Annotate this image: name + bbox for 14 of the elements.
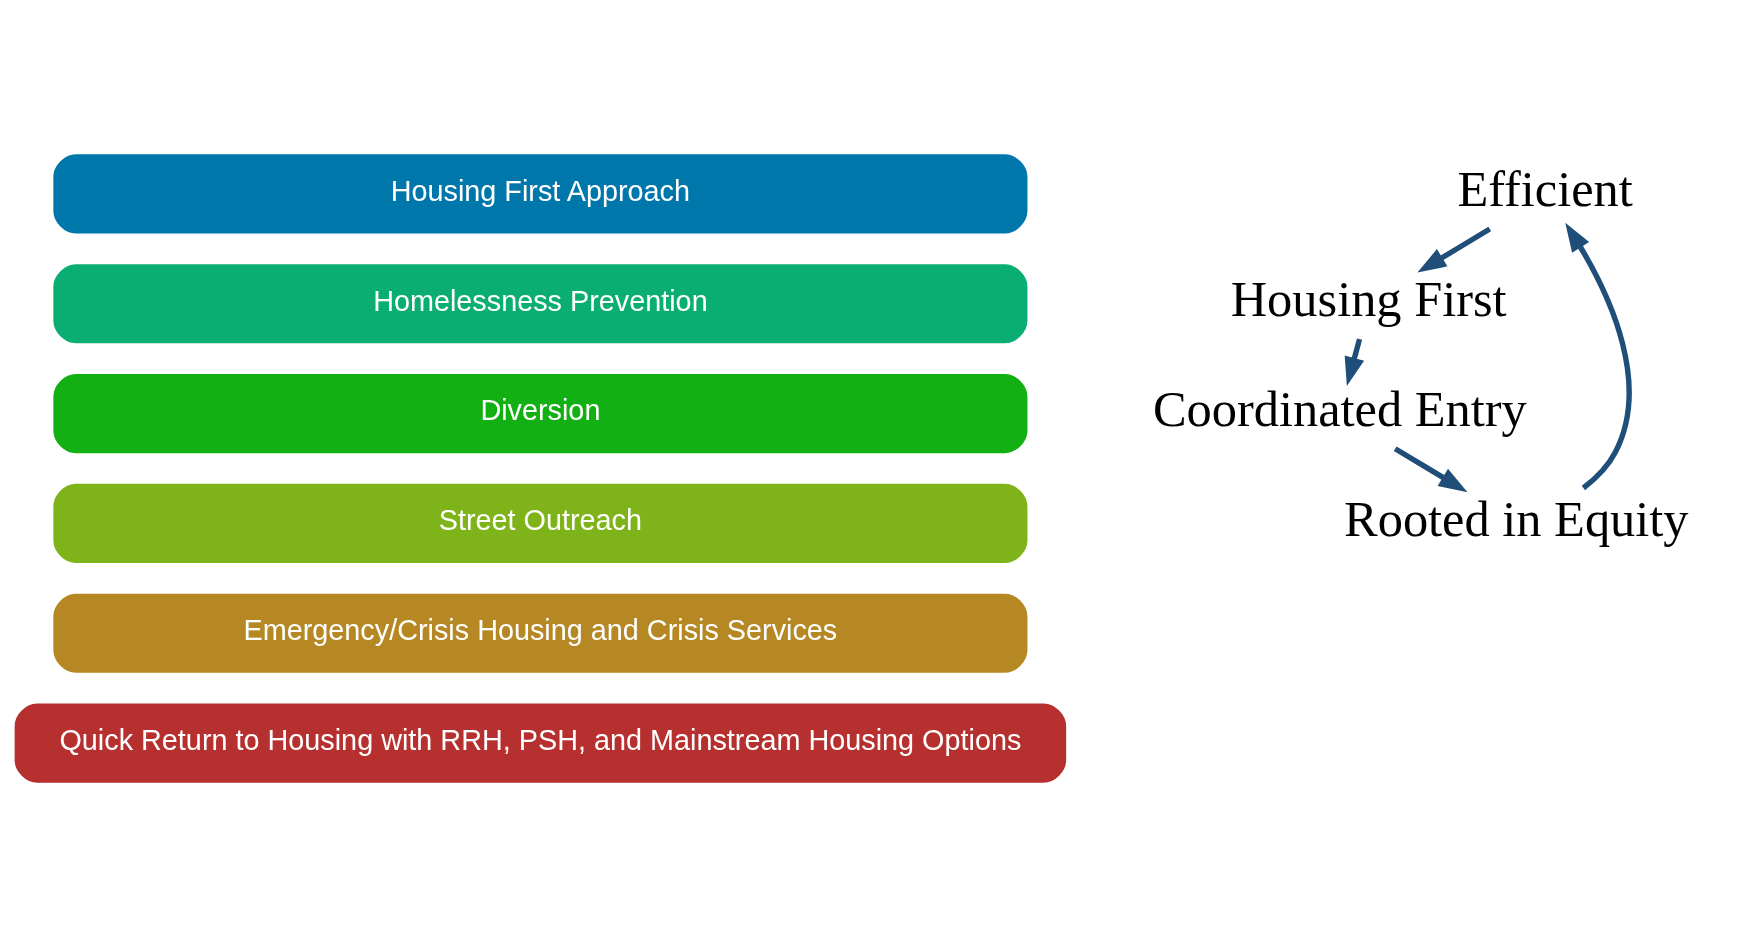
node-text: Rooted in Equity (1344, 490, 1689, 547)
node-box: Housing First Approach (53, 153, 1028, 234)
arrow (1565, 222, 1632, 490)
node-box: Emergency/Crisis Housing and Crisis Services (53, 593, 1028, 673)
node-text: Housing First (1230, 270, 1507, 327)
node-text: Efficient (1457, 160, 1633, 217)
arrow (1393, 445, 1468, 492)
arrow (1417, 226, 1492, 273)
node-box: Homelessness Prevention (53, 263, 1028, 343)
node-box: Diversion (53, 373, 1028, 453)
arrow (1344, 337, 1365, 386)
node-box: Quick Return to Housing with RRH, PSH, and Mainstream Housing Options (14, 702, 1067, 783)
node-text: Coordinated Entry (1152, 380, 1527, 437)
node-box: Street Outreach (53, 483, 1028, 563)
